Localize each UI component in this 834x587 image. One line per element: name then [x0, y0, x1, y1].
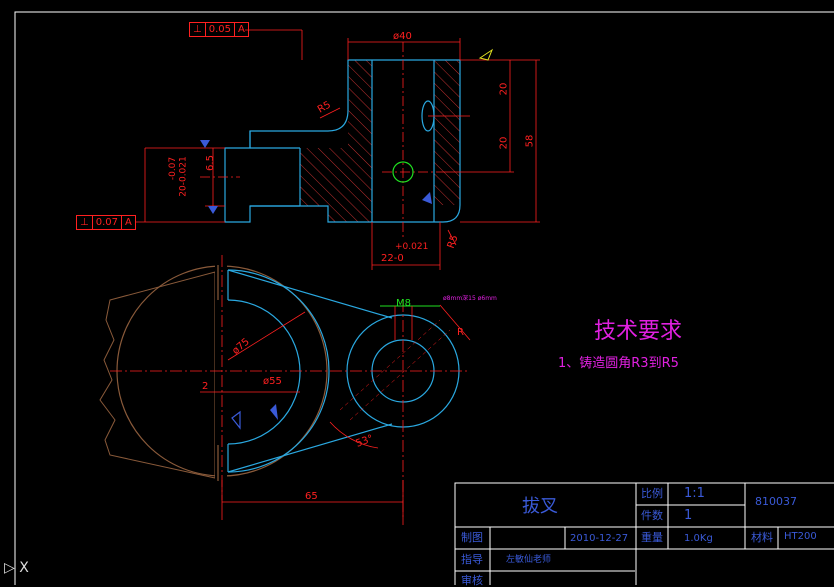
- dim-tol-c: +0.021: [395, 242, 429, 252]
- guide-name: 左敏仙老师: [506, 555, 552, 565]
- dim-20-top: 20: [498, 82, 510, 96]
- perpendicularity-icon: ⊥: [77, 216, 93, 229]
- qty-value: 1: [684, 508, 693, 523]
- dim-6-5: 6.5: [204, 155, 216, 171]
- drawn-label: 制图: [461, 531, 483, 544]
- qty-label: 件数: [641, 509, 663, 522]
- scale-label: 比例: [641, 487, 663, 500]
- top-plan-view: [99, 255, 471, 525]
- tolerance-frame-left: ⊥ 0.07 A: [76, 215, 136, 230]
- drawn-date: 2010-12-27: [570, 533, 629, 544]
- material-value: HT200: [784, 531, 817, 542]
- tech-requirements-title: 技术要求: [594, 319, 683, 344]
- tolerance-frame-top: ⊥ 0.05 A: [189, 22, 249, 37]
- dim-20-mid: 20: [498, 136, 510, 150]
- dim-2: 2: [202, 381, 209, 392]
- part-name: 拔叉: [522, 496, 558, 517]
- dim-r-small: R: [457, 327, 464, 338]
- dim-tol-a: -0.07: [168, 156, 179, 181]
- dim-22: 22-0: [381, 253, 404, 264]
- drawing-border: [14, 11, 834, 585]
- weight-value: 1.0Kg: [684, 533, 713, 544]
- tech-requirement-1: 1、铸造圆角R3到R5: [558, 356, 679, 371]
- frame-left-value: 0.07: [93, 216, 122, 229]
- weight-label: 重量: [641, 531, 663, 544]
- guide-label: 指导: [461, 553, 483, 566]
- dim-58: 58: [524, 134, 536, 148]
- dim-tol-b: 20-0.021: [178, 156, 189, 197]
- dim-dia40: ø40: [393, 31, 412, 42]
- scale-value: 1:1: [684, 486, 705, 501]
- drawing-number: 810037: [755, 495, 797, 508]
- dim-dia55: ø55: [263, 376, 282, 387]
- review-label: 审核: [461, 574, 483, 587]
- material-label: 材料: [751, 531, 773, 544]
- title-block-lines: [454, 482, 834, 585]
- dim-65: 65: [305, 491, 318, 502]
- frame-left-datum: A: [124, 217, 132, 228]
- frame-top-datum: A: [237, 24, 245, 35]
- dim-m8: M8: [396, 298, 411, 309]
- front-section-view: [135, 29, 540, 270]
- hole-callout: ø8mm深15 ø6mm: [443, 295, 497, 302]
- frame-top-value: 0.05: [206, 23, 235, 36]
- ucs-icon: ▷ X: [4, 560, 29, 576]
- perpendicularity-icon: ⊥: [190, 23, 206, 36]
